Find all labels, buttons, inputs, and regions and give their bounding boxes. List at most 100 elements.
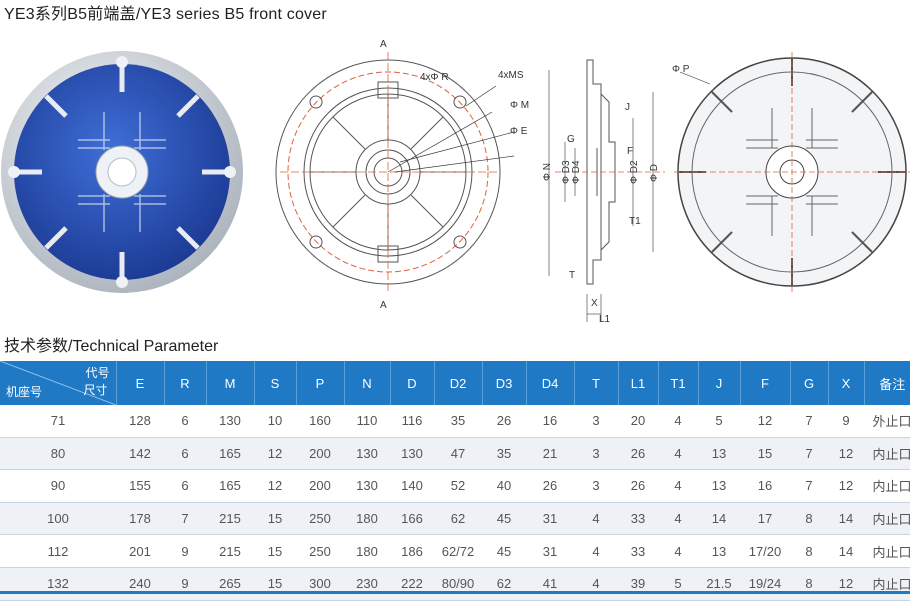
column-header: R — [164, 361, 207, 405]
table-cell: 14 — [828, 534, 864, 568]
table-cell: 130 — [206, 405, 254, 438]
table-cell: 128 — [116, 405, 164, 438]
table-cell: 16 — [740, 469, 790, 503]
table-cell: 26 — [618, 437, 658, 471]
table-cell: 41 — [526, 567, 574, 601]
table-cell: 250 — [296, 534, 344, 568]
table-cell: 13 — [698, 534, 740, 568]
section-title: 技术参数/Technical Parameter — [4, 338, 219, 355]
table-cell: 110 — [344, 405, 390, 438]
table-cell: 26 — [618, 469, 658, 503]
table-cell: 15 — [254, 567, 296, 601]
table-cell: 52 — [434, 469, 482, 503]
table-cell: 内止口 — [864, 469, 910, 503]
column-header: F — [740, 361, 791, 405]
table-cell: 7 — [790, 405, 828, 438]
table-cell: 142 — [116, 437, 164, 471]
table-cell: 12 — [254, 469, 296, 503]
table-cell: 166 — [390, 502, 434, 536]
table-cell: 230 — [344, 567, 390, 601]
table-cell: 7 — [790, 469, 828, 503]
column-header: D — [390, 361, 435, 405]
table-cell: 215 — [206, 502, 254, 536]
table-cell: 62 — [434, 502, 482, 536]
frame-size-cell: 71 — [0, 405, 116, 438]
table-cell: 19/24 — [740, 567, 790, 601]
table-cell: 4 — [574, 567, 618, 601]
column-header: J — [698, 361, 741, 405]
label-m: Φ M — [510, 100, 529, 111]
column-header: D4 — [526, 361, 575, 405]
table-cell: 165 — [206, 437, 254, 471]
frame-size-cell: 100 — [0, 502, 116, 536]
label-d4: Φ D4 — [571, 160, 582, 184]
label-x: X — [591, 298, 598, 309]
corner-label-frame: 机座号 — [6, 385, 43, 399]
label-t1: T1 — [629, 216, 641, 227]
table-cell: 13 — [698, 469, 740, 503]
table-cell: 155 — [116, 469, 164, 503]
table-cell: 16 — [526, 405, 574, 438]
table-cell: 4 — [574, 534, 618, 568]
table-cell: 8 — [790, 567, 828, 601]
table-cell: 7 — [164, 502, 206, 536]
table-cell: 26 — [482, 405, 526, 438]
label-d: Φ D — [649, 164, 660, 182]
table-cell: 35 — [482, 437, 526, 471]
table-cell: 14 — [828, 502, 864, 536]
corner-label-code: 代号 — [85, 366, 110, 380]
section-mark-a-top: A — [380, 39, 387, 50]
column-header: D2 — [434, 361, 483, 405]
table-cell: 201 — [116, 534, 164, 568]
table-cell: 3 — [574, 437, 618, 471]
table-cell: 3 — [574, 469, 618, 503]
label-ms: 4xMS — [498, 70, 524, 81]
corner-diagonal-line — [0, 361, 115, 405]
rear-view-drawing: Φ P — [672, 52, 910, 292]
bottom-rule — [0, 591, 910, 594]
table-cell: 26 — [526, 469, 574, 503]
table-cell: 21 — [526, 437, 574, 471]
table-cell: 35 — [434, 405, 482, 438]
column-header: M — [206, 361, 255, 405]
label-d2: Φ D2 — [629, 160, 640, 184]
label-d3: Φ D3 — [561, 160, 572, 184]
table-cell: 6 — [164, 437, 206, 471]
table-cell: 10 — [254, 405, 296, 438]
table-cell: 9 — [164, 534, 206, 568]
table-cell: 15 — [254, 502, 296, 536]
column-header: E — [116, 361, 165, 405]
column-header: T — [574, 361, 619, 405]
column-header: X — [828, 361, 865, 405]
table-cell: 130 — [344, 437, 390, 471]
table-cell: 9 — [828, 405, 864, 438]
table-cell: 内止口 — [864, 567, 910, 601]
table-cell: 200 — [296, 437, 344, 471]
table-cell: 13 — [698, 437, 740, 471]
table-corner-cell: 代号 尺寸 机座号 — [0, 361, 117, 405]
table-cell: 62/72 — [434, 534, 482, 568]
table-cell: 200 — [296, 469, 344, 503]
frame-size-cell: 90 — [0, 469, 116, 503]
table-cell: 15 — [254, 534, 296, 568]
table-cell: 内止口 — [864, 502, 910, 536]
column-header: G — [790, 361, 829, 405]
table-cell: 31 — [526, 502, 574, 536]
table-cell: 140 — [390, 469, 434, 503]
table-cell: 5 — [658, 567, 698, 601]
table-cell: 21.5 — [698, 567, 740, 601]
section-mark-a-bottom: A — [380, 300, 387, 311]
table-cell: 14 — [698, 502, 740, 536]
table-cell: 4 — [574, 502, 618, 536]
table-cell: 33 — [618, 534, 658, 568]
table-cell: 6 — [164, 405, 206, 438]
table-cell: 15 — [740, 437, 790, 471]
drawing-area: A A 4xΦ R 4xMS Φ M Φ E Φ N Φ D3 Φ D4 Φ D — [0, 22, 910, 327]
column-header: S — [254, 361, 297, 405]
